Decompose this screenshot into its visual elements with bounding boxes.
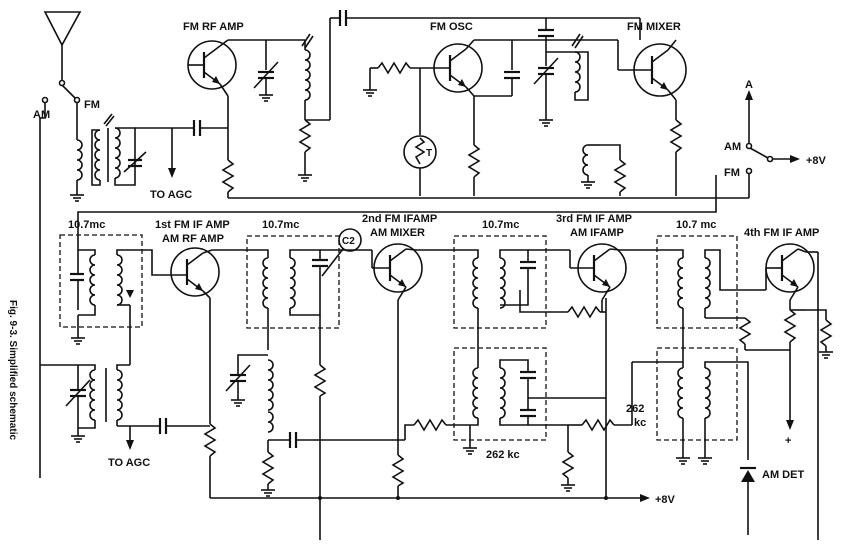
ground-symbol <box>71 435 85 443</box>
ground-symbol <box>698 457 712 465</box>
ground-symbol <box>561 484 575 492</box>
am-osc-coil <box>267 359 274 433</box>
if1-freq-label: 10.7mc <box>68 219 105 231</box>
to-agc-bottom-label: TO AGC <box>108 457 150 469</box>
resistor <box>261 451 275 485</box>
resistor <box>313 364 327 397</box>
resistor <box>203 423 217 457</box>
fm-mixer-transistor <box>618 43 687 97</box>
mixer-emitter-coil <box>582 144 589 176</box>
ground-symbol <box>463 447 477 455</box>
rf-tank-coil <box>301 33 314 101</box>
am-if1-transformer-coils <box>472 367 536 419</box>
fm-osc-transistor <box>410 43 483 93</box>
am-detector-diode <box>740 466 756 482</box>
if2-transformer-box <box>246 235 340 329</box>
fm-rf-amp-transistor <box>187 40 237 90</box>
antenna-symbol <box>43 11 82 80</box>
ground-symbol <box>363 89 377 97</box>
fm-rf-input-coil <box>94 113 121 182</box>
fm-mixer-label: FM MIXER <box>627 21 681 33</box>
resistor <box>819 319 833 347</box>
c2-label: C2 <box>342 236 355 247</box>
if3-transformer-box <box>453 235 547 329</box>
ground-symbol <box>70 194 84 202</box>
plus-8v-bottom-label: +8V <box>655 494 676 506</box>
am-det-label: AM DET <box>762 469 804 481</box>
resistor <box>561 451 575 479</box>
osc-tank-coil <box>571 33 584 93</box>
figure-caption: Fig. 9-3. Simplified schematic <box>7 300 18 440</box>
kc262-b-top-label: 262 <box>626 403 644 415</box>
resistor <box>613 159 627 193</box>
fm-rf-amp-label: FM RF AMP <box>183 21 244 33</box>
resistor <box>567 305 601 319</box>
resistor <box>738 317 752 345</box>
point-a-label: A <box>745 79 753 91</box>
if1-transistor <box>170 247 220 297</box>
tuning-capacitor <box>123 151 147 173</box>
resistor <box>298 119 312 153</box>
fm-antenna-coil <box>76 139 83 181</box>
if4-transformer-box <box>656 235 738 329</box>
am-antenna-coil <box>89 368 123 422</box>
if3-freq-label: 10.7mc <box>482 219 519 231</box>
plus-out-label: + <box>785 435 791 447</box>
if3-transistor <box>570 243 627 293</box>
if2-freq-label: 10.7mc <box>262 219 299 231</box>
if1-transformer-coils <box>70 254 123 306</box>
if4-freq-label: 10.7 mc <box>676 219 716 231</box>
sel-fm-label: FM <box>724 167 740 179</box>
if1-stage-sub-label: AM RF AMP <box>162 233 224 245</box>
resistor <box>391 454 405 487</box>
ground-symbol <box>581 181 595 189</box>
ground-symbol <box>298 174 312 182</box>
if3-stage-sub-label: AM IFAMP <box>570 227 624 239</box>
ground-symbol <box>259 94 273 102</box>
switch-fm-label: FM <box>84 99 100 111</box>
if2-stage-sub-label: AM MIXER <box>370 227 425 239</box>
if2-stage-label: 2nd FM IFAMP <box>362 213 437 225</box>
if1-transformer-box <box>59 234 143 328</box>
if2-transistor <box>372 243 423 293</box>
plus-8v-top-label: +8V <box>806 155 827 167</box>
resistor <box>467 144 481 178</box>
kc262-b-bottom-label: kc <box>634 417 646 429</box>
kc262-a-label: 262 kc <box>486 449 520 461</box>
if1-stage-label: 1st FM IF AMP <box>155 219 230 231</box>
ground-symbol <box>819 351 833 359</box>
ground-symbol <box>539 119 553 127</box>
resistor <box>221 159 235 193</box>
if3-stage-label: 3rd FM IF AMP <box>556 213 632 225</box>
am-if1-transformer-box <box>453 347 547 441</box>
am-if2-transformer-box <box>656 347 738 441</box>
to-agc-top-label: TO AGC <box>150 189 192 201</box>
thermistor-label: T <box>426 148 432 159</box>
switch-am-label: AM <box>33 109 50 121</box>
resistor <box>413 418 447 432</box>
ground-symbol <box>261 489 275 497</box>
if4-stage-label: 4th FM IF AMP <box>744 227 819 239</box>
antenna-switch <box>41 79 81 104</box>
am-if2-transformer-coils <box>677 367 711 419</box>
ground-symbol <box>71 337 85 345</box>
if4-transformer-coils <box>677 257 711 309</box>
resistor <box>783 309 797 343</box>
resistor <box>377 61 411 75</box>
resistor <box>581 418 615 432</box>
ground-symbol <box>231 399 245 407</box>
if2-transformer-coils <box>262 257 328 309</box>
if3-transformer-coils <box>472 257 536 309</box>
sel-am-label: AM <box>724 141 741 153</box>
ground-symbol <box>676 457 690 465</box>
fm-osc-label: FM OSC <box>430 21 473 33</box>
c2-marker <box>321 228 362 277</box>
resistor <box>669 119 683 153</box>
